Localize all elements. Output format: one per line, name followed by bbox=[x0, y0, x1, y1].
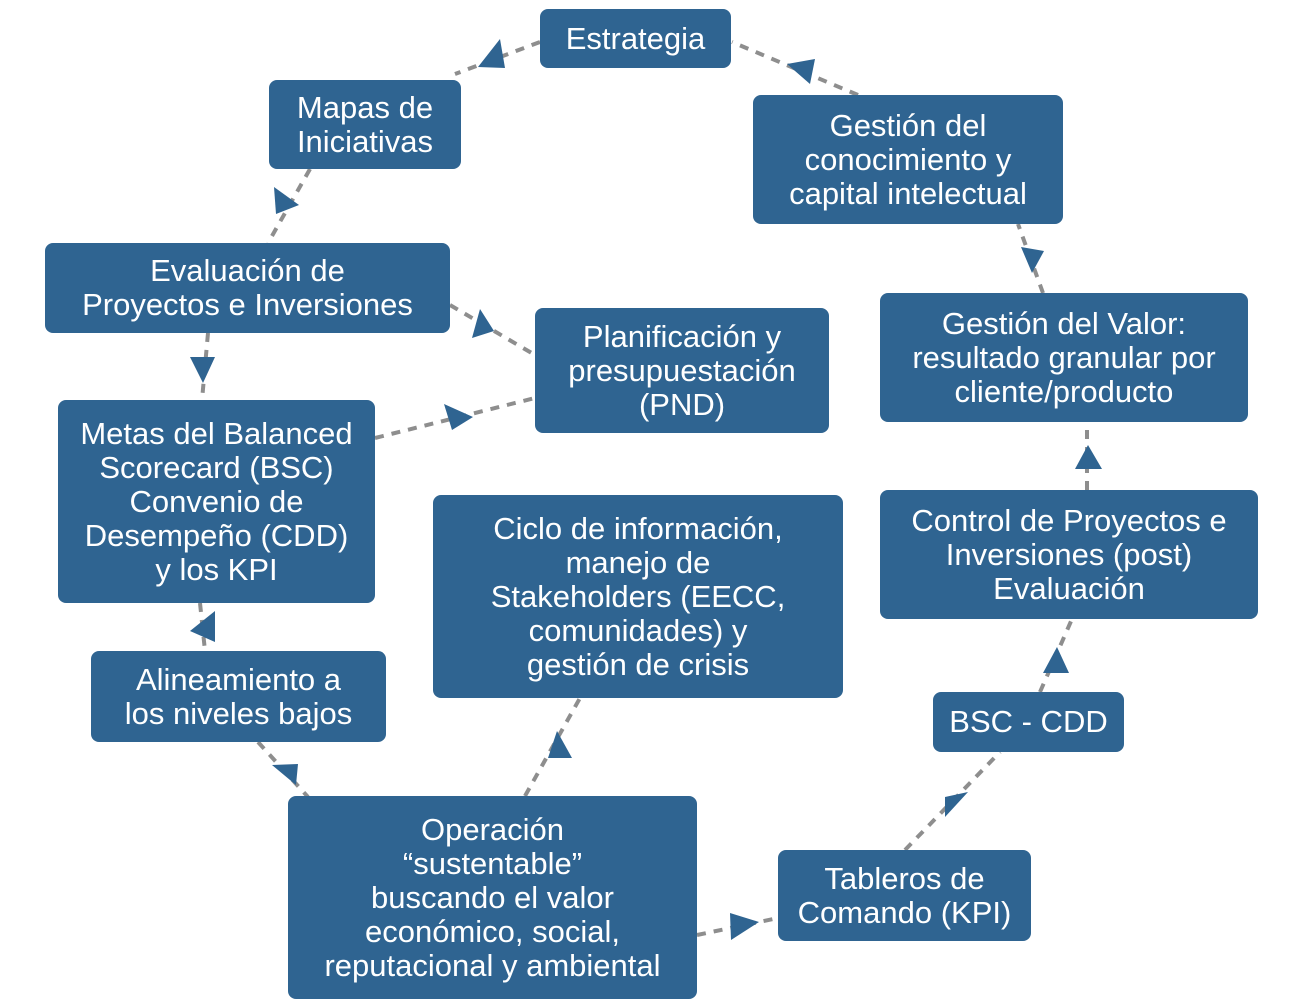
arrowhead bbox=[1043, 647, 1069, 673]
node-ciclo-informacion: Ciclo de información, manejo de Stakehol… bbox=[433, 495, 843, 698]
node-estrategia: Estrategia bbox=[540, 9, 731, 68]
arrowhead bbox=[272, 764, 298, 785]
node-gestion-conocimiento: Gestión del conocimiento y capital intel… bbox=[753, 95, 1063, 224]
arrowhead bbox=[190, 611, 215, 642]
arrowhead bbox=[1075, 445, 1102, 469]
arrowhead bbox=[787, 59, 815, 84]
arrowhead bbox=[478, 39, 505, 68]
node-planificacion: Planificación y presupuestación (PND) bbox=[535, 308, 829, 433]
node-gestion-valor: Gestión del Valor: resultado granular po… bbox=[880, 293, 1248, 422]
node-alineamiento: Alineamiento a los niveles bajos bbox=[91, 651, 386, 742]
node-control-proyectos: Control de Proyectos e Inversiones (post… bbox=[880, 490, 1258, 619]
arrowhead bbox=[190, 357, 215, 383]
arrowhead bbox=[548, 731, 572, 758]
node-evaluacion-proyectos: Evaluación de Proyectos e Inversiones bbox=[45, 243, 450, 333]
arrowhead bbox=[472, 309, 494, 338]
arrowhead bbox=[945, 792, 968, 817]
arrowhead bbox=[274, 187, 299, 214]
arrowhead bbox=[1021, 247, 1044, 273]
node-operacion-sustentable: Operación “sustentable” buscando el valo… bbox=[288, 796, 697, 999]
arrowhead bbox=[444, 404, 473, 430]
node-mapas-iniciativas: Mapas de Iniciativas bbox=[269, 80, 461, 169]
connector-strategy-to-mapas bbox=[454, 40, 541, 76]
node-metas-bsc: Metas del Balanced Scorecard (BSC) Conve… bbox=[58, 400, 375, 603]
connector-metas-to-planificacion bbox=[374, 396, 536, 440]
connector-evaluacion-to-metas bbox=[200, 332, 210, 401]
node-bsc-cdd: BSC - CDD bbox=[933, 692, 1124, 752]
node-tableros-comando: Tableros de Comando (KPI) bbox=[778, 850, 1031, 941]
arrowhead bbox=[730, 913, 759, 940]
